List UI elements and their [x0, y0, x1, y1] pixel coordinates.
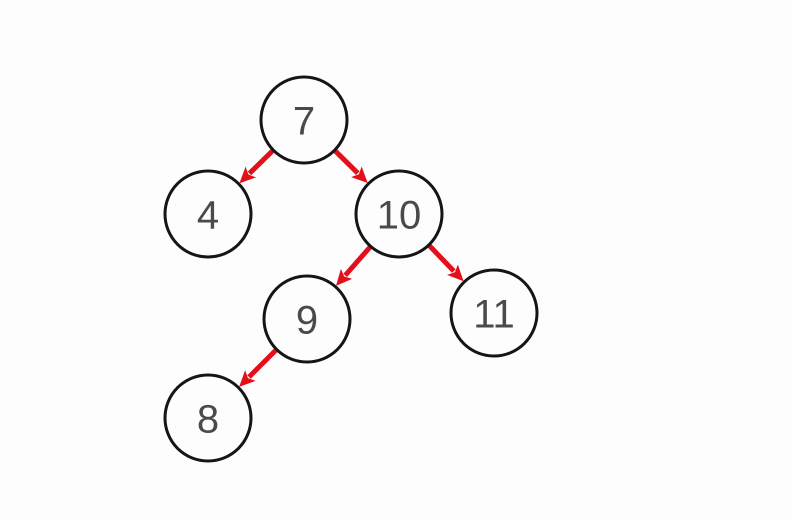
edge-shaft	[247, 148, 275, 176]
arrowhead-icon	[351, 166, 368, 184]
arrowhead-icon	[335, 268, 353, 286]
tree-edge-10-to-9	[335, 245, 372, 286]
tree-node-8: 8	[163, 373, 253, 463]
edge-shaft	[343, 245, 372, 278]
node-circle	[163, 169, 253, 259]
node-circle	[449, 268, 539, 358]
arrowhead-icon	[239, 370, 256, 387]
node-circle	[163, 373, 253, 463]
node-value-label: 4	[197, 194, 219, 238]
node-circle	[262, 274, 352, 364]
node-circle	[259, 75, 349, 165]
tree-node-4: 4	[163, 169, 253, 259]
tree-node-11: 11	[449, 268, 539, 358]
tree-edge-7-to-10	[333, 149, 368, 184]
tree-node-7: 7	[259, 75, 349, 165]
arrowhead-icon	[239, 166, 257, 184]
edge-shaft	[333, 149, 360, 175]
arrowhead-icon	[447, 264, 464, 282]
node-circle	[354, 169, 444, 259]
tree-edge-10-to-11	[427, 244, 464, 282]
node-value-label: 7	[293, 100, 315, 144]
edge-shaft	[247, 348, 278, 379]
tree-node-10: 10	[354, 169, 444, 259]
tree-edge-7-to-4	[239, 148, 275, 184]
tree-node-9: 9	[262, 274, 352, 364]
node-value-label: 10	[377, 194, 422, 238]
edge-shaft	[427, 244, 456, 273]
tree-edge-9-to-8	[239, 348, 278, 387]
node-value-label: 8	[197, 398, 219, 442]
node-value-label: 9	[296, 299, 318, 343]
node-value-label: 11	[473, 293, 515, 337]
